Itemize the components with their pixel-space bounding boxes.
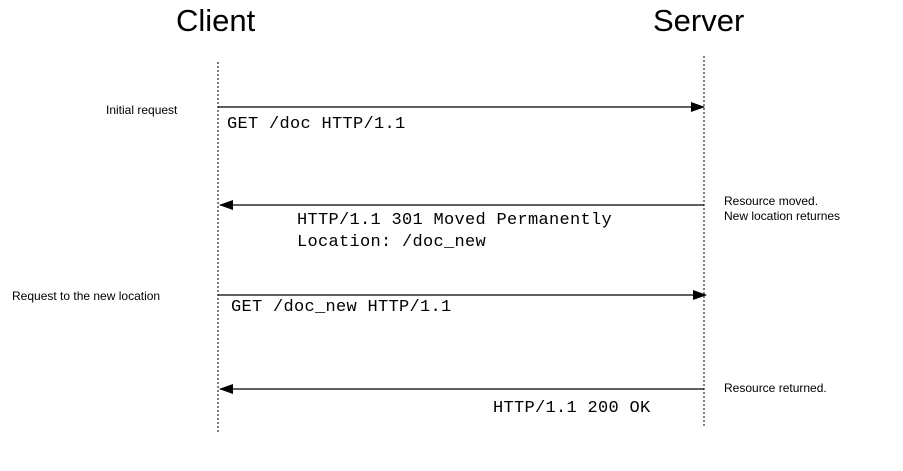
- message-3-text: GET /doc_new HTTP/1.1: [231, 297, 452, 319]
- message-1-note: Initial request: [106, 103, 177, 118]
- message-1-note-line: Initial request: [106, 103, 178, 117]
- message-1-line: GET /doc HTTP/1.1: [227, 115, 406, 134]
- server-heading: Server: [653, 3, 745, 38]
- message-2-note-line-2: New location returnes: [724, 209, 841, 223]
- message-4-note: Resource returned.: [724, 381, 827, 396]
- message-2-note: Resource moved. New location returnes: [724, 194, 840, 224]
- message-3-note-line: Request to the new location: [12, 289, 161, 303]
- message-2-line-2: Location: /doc_new: [297, 233, 487, 252]
- message-2-note-line-1: Resource moved.: [724, 194, 819, 208]
- message-2-line-1: HTTP/1.1 301 Moved Permanently: [297, 211, 613, 230]
- message-3-note: Request to the new location: [12, 289, 160, 304]
- client-heading: Client: [176, 3, 256, 38]
- message-3-line: GET /doc_new HTTP/1.1: [231, 298, 452, 317]
- message-4-text: HTTP/1.1 200 OK: [493, 398, 651, 420]
- message-4-note-line: Resource returned.: [724, 381, 827, 395]
- message-1-text: GET /doc HTTP/1.1: [227, 114, 406, 136]
- message-4-line: HTTP/1.1 200 OK: [493, 399, 651, 418]
- message-2-text: HTTP/1.1 301 Moved Permanently Location:…: [297, 210, 612, 254]
